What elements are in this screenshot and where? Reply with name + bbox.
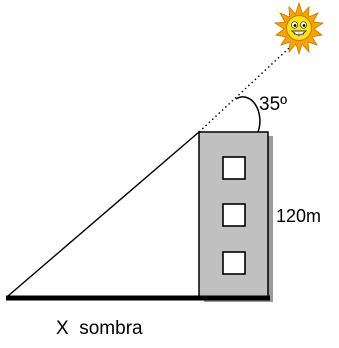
building-window xyxy=(222,251,246,275)
building-window xyxy=(222,156,246,180)
angle-arc xyxy=(235,96,261,133)
angle-label: 35º xyxy=(259,94,287,115)
sun-ray-line xyxy=(7,131,200,297)
building-window xyxy=(222,203,246,227)
height-label: 120m xyxy=(276,206,321,226)
sun-ray-dotted-extension xyxy=(198,47,290,133)
shadow-label: X sombra xyxy=(56,318,143,339)
smiling-sun-icon xyxy=(273,1,325,56)
